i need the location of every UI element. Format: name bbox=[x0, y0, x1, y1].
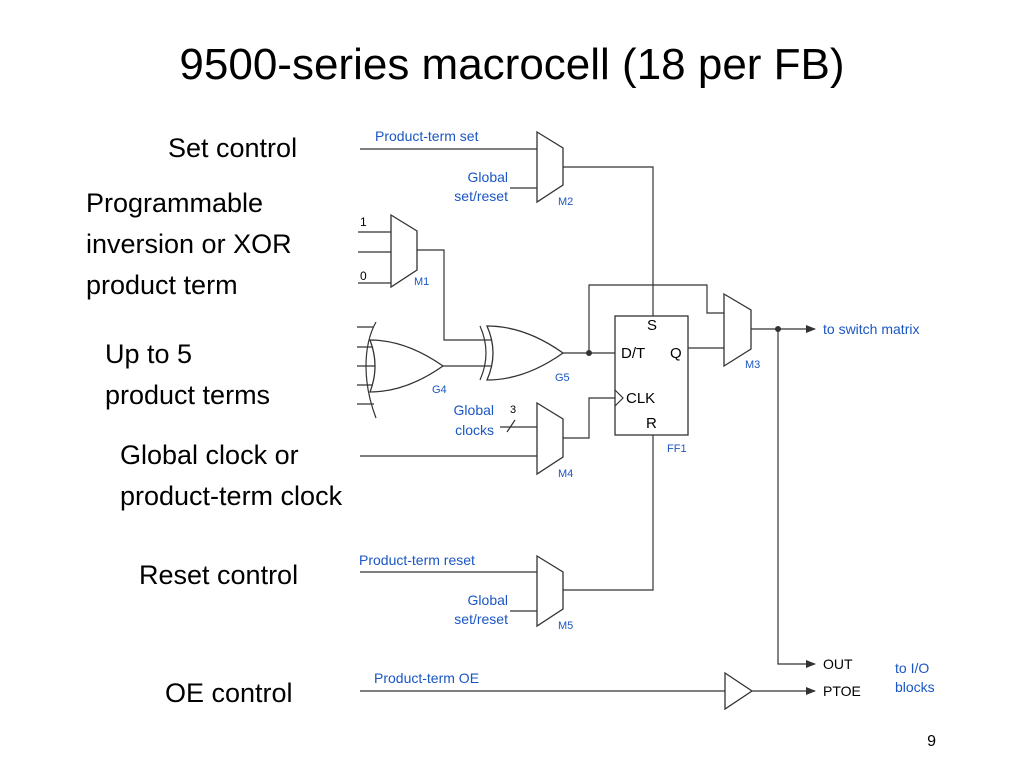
ff-q-pin: Q bbox=[670, 345, 682, 362]
signal-global-sr-2a: Global bbox=[468, 592, 508, 608]
signal-global-clocks-b: clocks bbox=[455, 422, 494, 438]
xor-gate-g5 bbox=[486, 325, 565, 381]
signal-pt-set: Product-term set bbox=[375, 128, 479, 144]
signal-to-io-b: blocks bbox=[895, 679, 935, 695]
signal-global-sr-1a: Global bbox=[468, 169, 508, 185]
mux-m5-label: M5 bbox=[558, 620, 573, 632]
label-programmable: Programmable bbox=[86, 188, 263, 218]
label-oe-control: OE control bbox=[165, 678, 293, 708]
mux-m4 bbox=[536, 401, 564, 476]
wire-m2-to-s bbox=[563, 166, 654, 316]
signal-out: OUT bbox=[823, 656, 853, 672]
slide-title: 9500-series macrocell (18 per FB) bbox=[179, 40, 845, 89]
mux-m2-label: M2 bbox=[558, 196, 573, 208]
wire-bypass-to-m3 bbox=[588, 284, 724, 353]
mux-m4-label: M4 bbox=[558, 468, 573, 480]
flip-flop-ff1 bbox=[614, 315, 689, 436]
signal-to-switch-matrix: to switch matrix bbox=[823, 321, 919, 337]
wire-m5-to-r bbox=[563, 435, 654, 591]
oe-buffer bbox=[724, 671, 754, 711]
clk-bus-slash bbox=[506, 419, 516, 433]
ff1-label: FF1 bbox=[667, 443, 687, 455]
ff-clk-triangle bbox=[614, 389, 624, 407]
signal-global-sr-2b: set/reset bbox=[454, 611, 508, 627]
label-set-control: Set control bbox=[168, 133, 297, 163]
g4-label: G4 bbox=[432, 384, 447, 396]
signal-pt-oe: Product-term OE bbox=[374, 670, 479, 686]
mux-m2 bbox=[536, 130, 564, 204]
page-number: 9 bbox=[927, 733, 936, 750]
label-inversion-xor: inversion or XOR bbox=[86, 229, 292, 259]
wire-to-out bbox=[777, 329, 816, 668]
wire-m4-to-clk bbox=[563, 397, 615, 439]
signal-global-sr-1b: set/reset bbox=[454, 188, 508, 204]
mux-m1 bbox=[390, 213, 418, 289]
ff-clk-pin: CLK bbox=[626, 390, 655, 407]
label-reset-control: Reset control bbox=[139, 560, 298, 590]
g5-label: G5 bbox=[555, 372, 570, 384]
m1-input-1: 1 bbox=[360, 215, 367, 229]
clk-bus-width: 3 bbox=[510, 404, 516, 416]
mux-m3 bbox=[723, 292, 752, 368]
g4-input-extension bbox=[365, 321, 377, 419]
signal-global-clocks-a: Global bbox=[454, 402, 494, 418]
wire-m1-to-g5 bbox=[417, 249, 492, 341]
label-product-terms: product terms bbox=[105, 380, 270, 410]
ff-s-pin: S bbox=[647, 317, 657, 334]
signal-pt-reset: Product-term reset bbox=[359, 552, 475, 568]
signal-ptoe: PTOE bbox=[823, 683, 861, 699]
mux-m1-label: M1 bbox=[414, 276, 429, 288]
mux-m5 bbox=[536, 554, 564, 628]
label-up-to-5: Up to 5 bbox=[105, 339, 192, 369]
mux-m3-label: M3 bbox=[745, 359, 760, 371]
label-product-term: product term bbox=[86, 270, 238, 300]
m1-input-0: 0 bbox=[360, 269, 367, 283]
or-gate-g4 bbox=[369, 339, 445, 393]
g5-xor-arc bbox=[479, 325, 487, 381]
ff-dt-pin: D/T bbox=[621, 345, 645, 362]
label-global-clock-or: Global clock or bbox=[120, 440, 299, 470]
ff-r-pin: R bbox=[646, 415, 657, 432]
signal-to-io-a: to I/O bbox=[895, 660, 929, 676]
label-product-term-clock: product-term clock bbox=[120, 481, 343, 511]
